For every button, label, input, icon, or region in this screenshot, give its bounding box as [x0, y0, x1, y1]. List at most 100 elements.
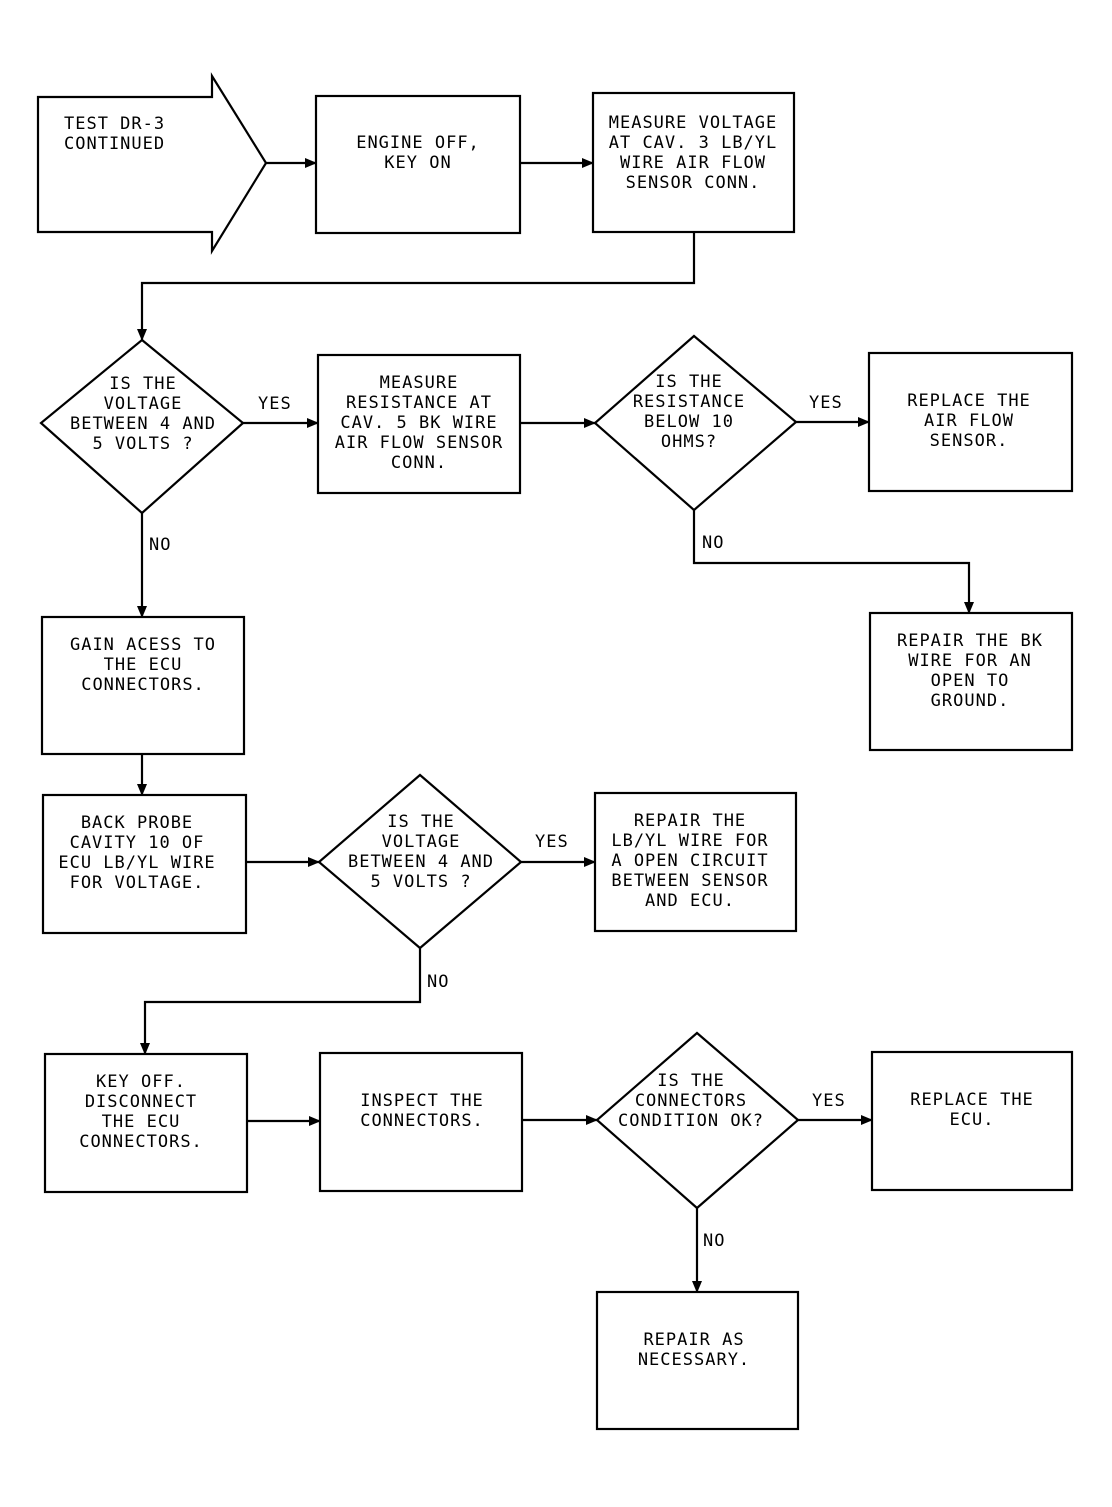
label-line: MEASURE VOLTAGE [609, 113, 778, 133]
label-line: BETWEEN SENSOR [611, 871, 768, 891]
repair-lbyl-wire-box [593, 791, 798, 933]
decision-voltage-1-diamond [39, 338, 245, 515]
label-line: REPAIR THE [634, 811, 746, 831]
no-label: NO [149, 535, 171, 555]
label-line: KEY OFF. [96, 1072, 186, 1092]
label-line: SENSOR CONN. [626, 173, 761, 193]
replace-ecu-box [870, 1050, 1074, 1192]
yes-label: YES [812, 1091, 846, 1111]
label-line: REPAIR THE BK [897, 631, 1043, 651]
connectors [137, 158, 974, 1293]
label-line: CONNECTORS. [81, 675, 205, 695]
inspect-box [318, 1051, 524, 1193]
no-label: NO [703, 1231, 725, 1251]
label-line: IS THE [655, 372, 722, 392]
repair-as-necessary-box [595, 1290, 800, 1431]
measure-voltage-box [591, 91, 796, 234]
label-line: A OPEN CIRCUIT [611, 851, 768, 871]
back-probe-box [41, 793, 248, 935]
label-line: THE ECU [102, 1112, 181, 1132]
label-line: REPLACE THE [907, 391, 1031, 411]
label-line: AT CAV. 3 LB/YL [609, 133, 778, 153]
label-line: CONNECTORS. [360, 1111, 484, 1131]
label-line: THE ECU [104, 655, 183, 675]
label-line: GROUND. [931, 691, 1010, 711]
label-line: BACK PROBE [81, 813, 193, 833]
label-line: TEST DR-3 [64, 114, 165, 134]
yes-label: YES [809, 393, 843, 413]
decision-voltage-2-diamond [317, 773, 523, 950]
label-line: MEASURE [380, 373, 459, 393]
label-line: IS THE [387, 812, 454, 832]
yes-label: YES [535, 832, 569, 852]
label-line: NECESSARY. [638, 1350, 750, 1370]
repair-bk-wire-box [868, 611, 1074, 752]
label-line: KEY ON [384, 153, 451, 173]
replace-sensor-box [867, 351, 1074, 493]
engine-off-label: ENGINE OFF,KEY ON [356, 133, 480, 173]
label-line: INSPECT THE [360, 1091, 484, 1111]
label-line: DISCONNECT [85, 1092, 197, 1112]
label-line: SENSOR. [930, 431, 1009, 451]
label-line: ENGINE OFF, [356, 133, 480, 153]
no-label: NO [427, 972, 449, 992]
label-line: GAIN ACESS TO [70, 635, 216, 655]
label-line: AND ECU. [645, 891, 735, 911]
edge-labels: YES NO YES NO YES NO YES NO [149, 393, 846, 1251]
label-line: 5 VOLTS ? [92, 434, 193, 454]
label-line: BETWEEN 4 AND [348, 852, 494, 872]
label-line: RESISTANCE AT [346, 393, 492, 413]
label-line: IS THE [657, 1071, 724, 1091]
decision-resistance-diamond [593, 334, 798, 512]
label-line: ECU. [950, 1110, 995, 1130]
label-line: RESISTANCE [633, 392, 745, 412]
label-line: 5 VOLTS ? [370, 872, 471, 892]
label-line: WIRE FOR AN [908, 651, 1032, 671]
label-line: IS THE [109, 374, 176, 394]
label-line: CONNECTORS [635, 1091, 747, 1111]
connector-decision-2-no [692, 510, 974, 614]
label-line: CAVITY 10 OF [70, 833, 205, 853]
label-line: FOR VOLTAGE. [70, 873, 205, 893]
label-line: BETWEEN 4 AND [70, 414, 216, 434]
label-line: REPAIR AS [643, 1330, 744, 1350]
decision-connectors-diamond [595, 1031, 800, 1210]
gain-access-box [40, 615, 246, 756]
label-line: AIR FLOW SENSOR [335, 433, 504, 453]
label-line: CAV. 5 BK WIRE [340, 413, 497, 433]
label-line: REPLACE THE [910, 1090, 1034, 1110]
label-line: LB/YL WIRE FOR [611, 831, 768, 851]
measure-resistance-box [316, 353, 522, 495]
label-line: CONTINUED [64, 134, 165, 154]
connector-decision-3-no [140, 948, 422, 1055]
engine-off-box [314, 94, 522, 235]
label-line: ECU LB/YL WIRE [58, 853, 215, 873]
no-label: NO [702, 533, 724, 553]
label-line: VOLTAGE [382, 832, 461, 852]
yes-label: YES [258, 394, 292, 414]
label-line: VOLTAGE [104, 394, 183, 414]
connector-measure-voltage-to-decision-1 [137, 232, 696, 341]
label-line: AIR FLOW [924, 411, 1014, 431]
start-arrow-shape [36, 72, 268, 255]
label-line: WIRE AIR FLOW [620, 153, 766, 173]
shapes [36, 72, 1074, 1431]
label-line: CONDITION OK? [618, 1111, 764, 1131]
